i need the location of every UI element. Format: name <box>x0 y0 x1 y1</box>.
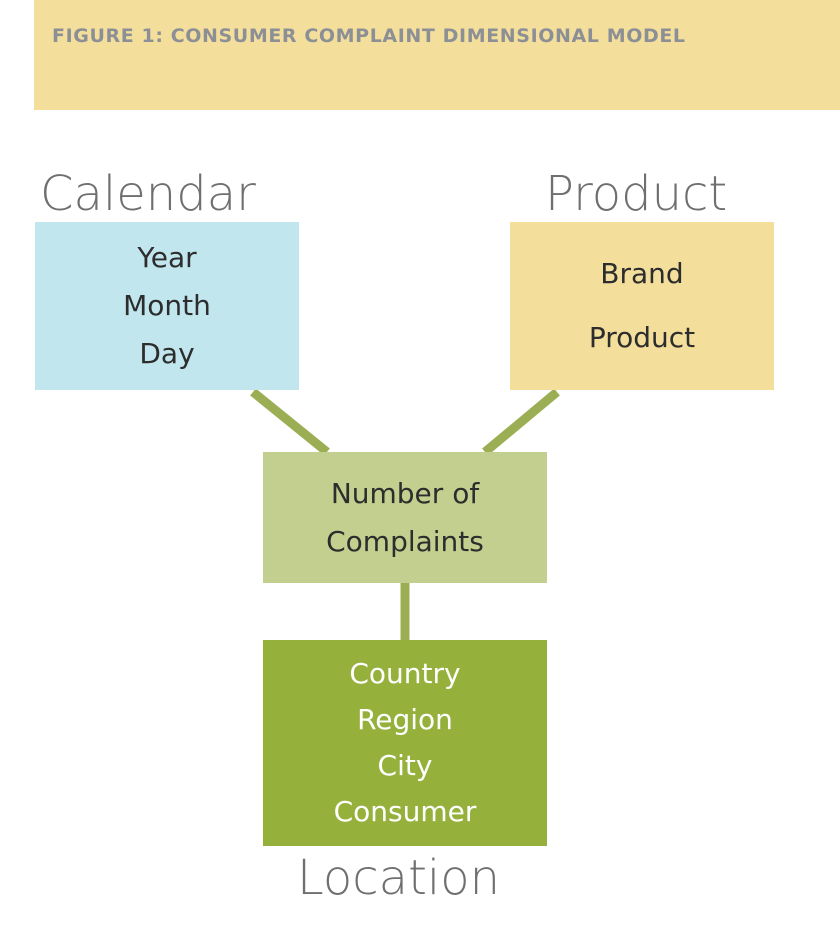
calendar-attribute-day: Day <box>139 337 195 370</box>
location-attribute-country: Country <box>349 657 461 690</box>
location-dimension-label: Location <box>297 850 501 906</box>
product-dimension-label: Product <box>545 166 728 222</box>
figure-title: FIGURE 1: CONSUMER COMPLAINT DIMENSIONAL… <box>52 25 686 47</box>
fact-line-2: Complaints <box>326 524 484 558</box>
location-attribute-consumer: Consumer <box>333 795 477 828</box>
location-dimension-box: Country Region City Consumer <box>263 640 547 846</box>
calendar-dimension-box: Year Month Day <box>35 222 299 390</box>
product-attribute-product: Product <box>588 321 696 354</box>
product-dimension-box: Brand Product <box>510 222 774 390</box>
connector-calendar-fact <box>250 388 330 456</box>
location-attribute-region: Region <box>357 703 453 736</box>
location-attribute-city: City <box>377 749 433 782</box>
connector-product-fact <box>482 388 560 456</box>
product-attribute-brand: Brand <box>600 257 684 290</box>
calendar-attribute-month: Month <box>123 289 211 322</box>
figure-title-banner: FIGURE 1: CONSUMER COMPLAINT DIMENSIONAL… <box>34 0 840 110</box>
fact-line-1: Number of <box>330 476 480 510</box>
calendar-dimension-label: Calendar <box>40 166 256 222</box>
calendar-attribute-year: Year <box>137 241 197 274</box>
fact-table-box: Number of Complaints <box>263 452 547 583</box>
